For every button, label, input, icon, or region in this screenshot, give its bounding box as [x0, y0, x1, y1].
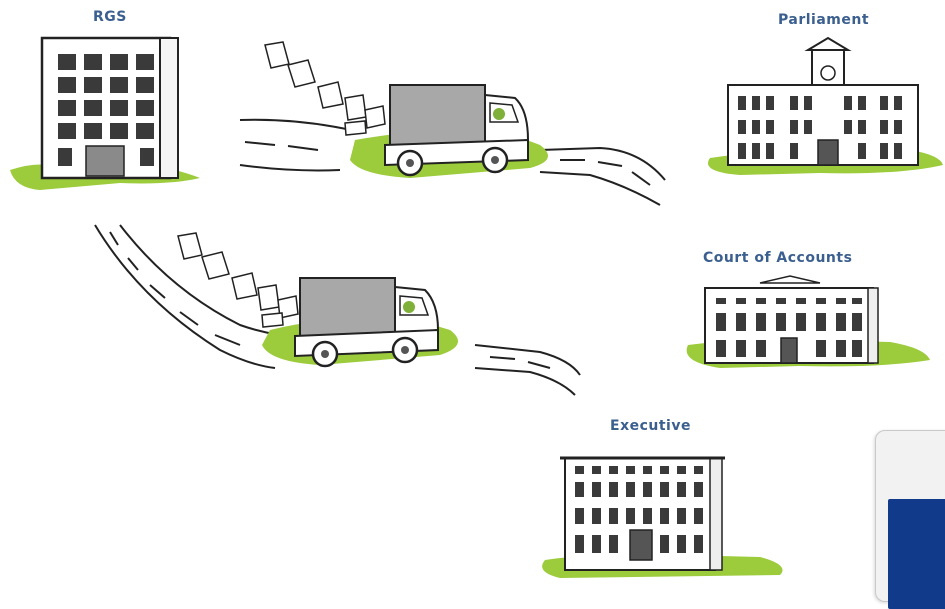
lower-documents	[178, 233, 298, 327]
device-screen	[888, 499, 945, 609]
parliament-door	[818, 140, 838, 165]
rgs-building	[10, 38, 200, 190]
court-door	[781, 338, 797, 363]
court-building	[687, 276, 930, 368]
rgs-door	[86, 146, 124, 176]
diagram-canvas	[0, 0, 945, 578]
parliament-building	[708, 38, 943, 175]
truck-lower	[178, 233, 458, 366]
executive-building	[542, 458, 782, 578]
executive-door	[630, 530, 652, 560]
corner-device-thumbnail	[875, 430, 945, 602]
truck-upper	[265, 42, 548, 178]
